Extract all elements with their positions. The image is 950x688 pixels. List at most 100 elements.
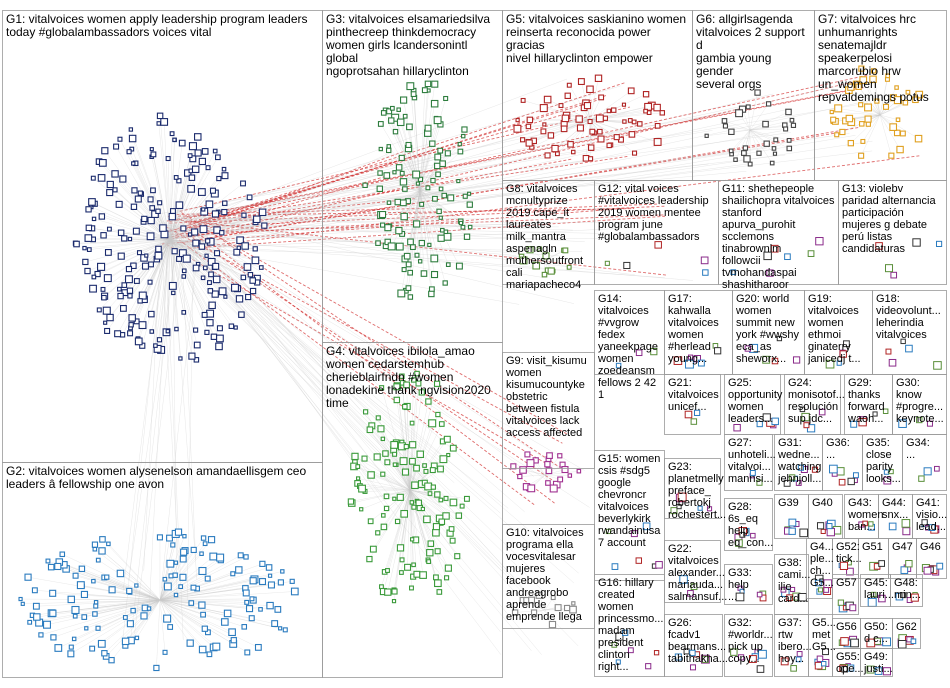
edge [383,489,411,528]
edge [159,599,210,655]
node [410,377,417,383]
node [878,560,885,567]
node [850,638,859,648]
node [433,380,441,387]
node [388,117,395,124]
group-label-g56: G56 [836,621,857,633]
node [770,244,779,253]
node [380,110,387,116]
node [602,115,609,121]
edge [91,206,171,241]
node [223,609,232,618]
edge [85,239,171,263]
node [882,667,891,676]
node [411,504,417,510]
node [20,601,25,606]
node [790,665,797,672]
node [399,457,408,466]
node [178,139,186,147]
edge [155,239,171,346]
node [437,234,445,242]
node [896,145,904,154]
group-label-g47: G47 [892,541,913,553]
node [168,281,177,290]
node [935,240,943,247]
node [156,112,164,120]
node [128,322,134,328]
node [728,148,734,154]
edge [169,212,263,241]
node [776,335,783,342]
edge [377,456,411,491]
node [68,644,74,650]
node [762,413,771,422]
node [841,665,848,673]
edge [731,129,751,155]
node [38,632,44,638]
edge [159,599,234,641]
node [221,208,228,216]
edge [169,239,256,261]
edge [384,489,411,572]
group-box-g23 [664,458,721,519]
node [517,473,523,480]
edge [860,114,881,156]
edge [419,174,439,191]
node [442,512,450,520]
node [700,256,709,265]
node [102,306,111,315]
node [784,253,791,261]
node [431,80,439,88]
node [441,192,447,199]
node [194,133,202,141]
node [676,503,682,510]
node [442,280,448,286]
node [399,170,405,176]
node [702,269,709,276]
node [526,459,535,468]
group-box-g57 [832,574,859,615]
edge [169,239,248,268]
node [786,594,793,602]
node [121,282,128,288]
node [783,126,789,132]
node [169,131,175,137]
edge [589,119,658,143]
node [933,361,942,370]
node [868,521,874,527]
node [267,573,273,578]
node [214,250,221,257]
node [773,137,779,143]
node [765,101,772,107]
edge [749,129,776,154]
node [126,287,134,294]
node [89,284,97,293]
node [788,527,796,535]
edge [831,111,881,116]
node [872,411,878,417]
edge [409,489,416,540]
node [106,180,114,189]
node [535,591,543,599]
node [780,657,789,666]
node [178,584,184,590]
node [381,513,386,518]
node [375,415,381,421]
node [174,326,179,332]
node [532,261,541,270]
node [91,216,97,222]
node [230,637,237,644]
edge [394,172,421,191]
node [563,604,571,612]
edge [163,229,559,257]
edge [585,119,591,159]
node [437,147,444,154]
node [88,198,96,206]
edge [159,591,295,601]
node [49,609,57,617]
node [923,467,932,476]
group-label-g35: G35: close parity looks... [866,437,901,485]
node [367,471,375,479]
node [171,290,176,296]
node [721,118,728,124]
